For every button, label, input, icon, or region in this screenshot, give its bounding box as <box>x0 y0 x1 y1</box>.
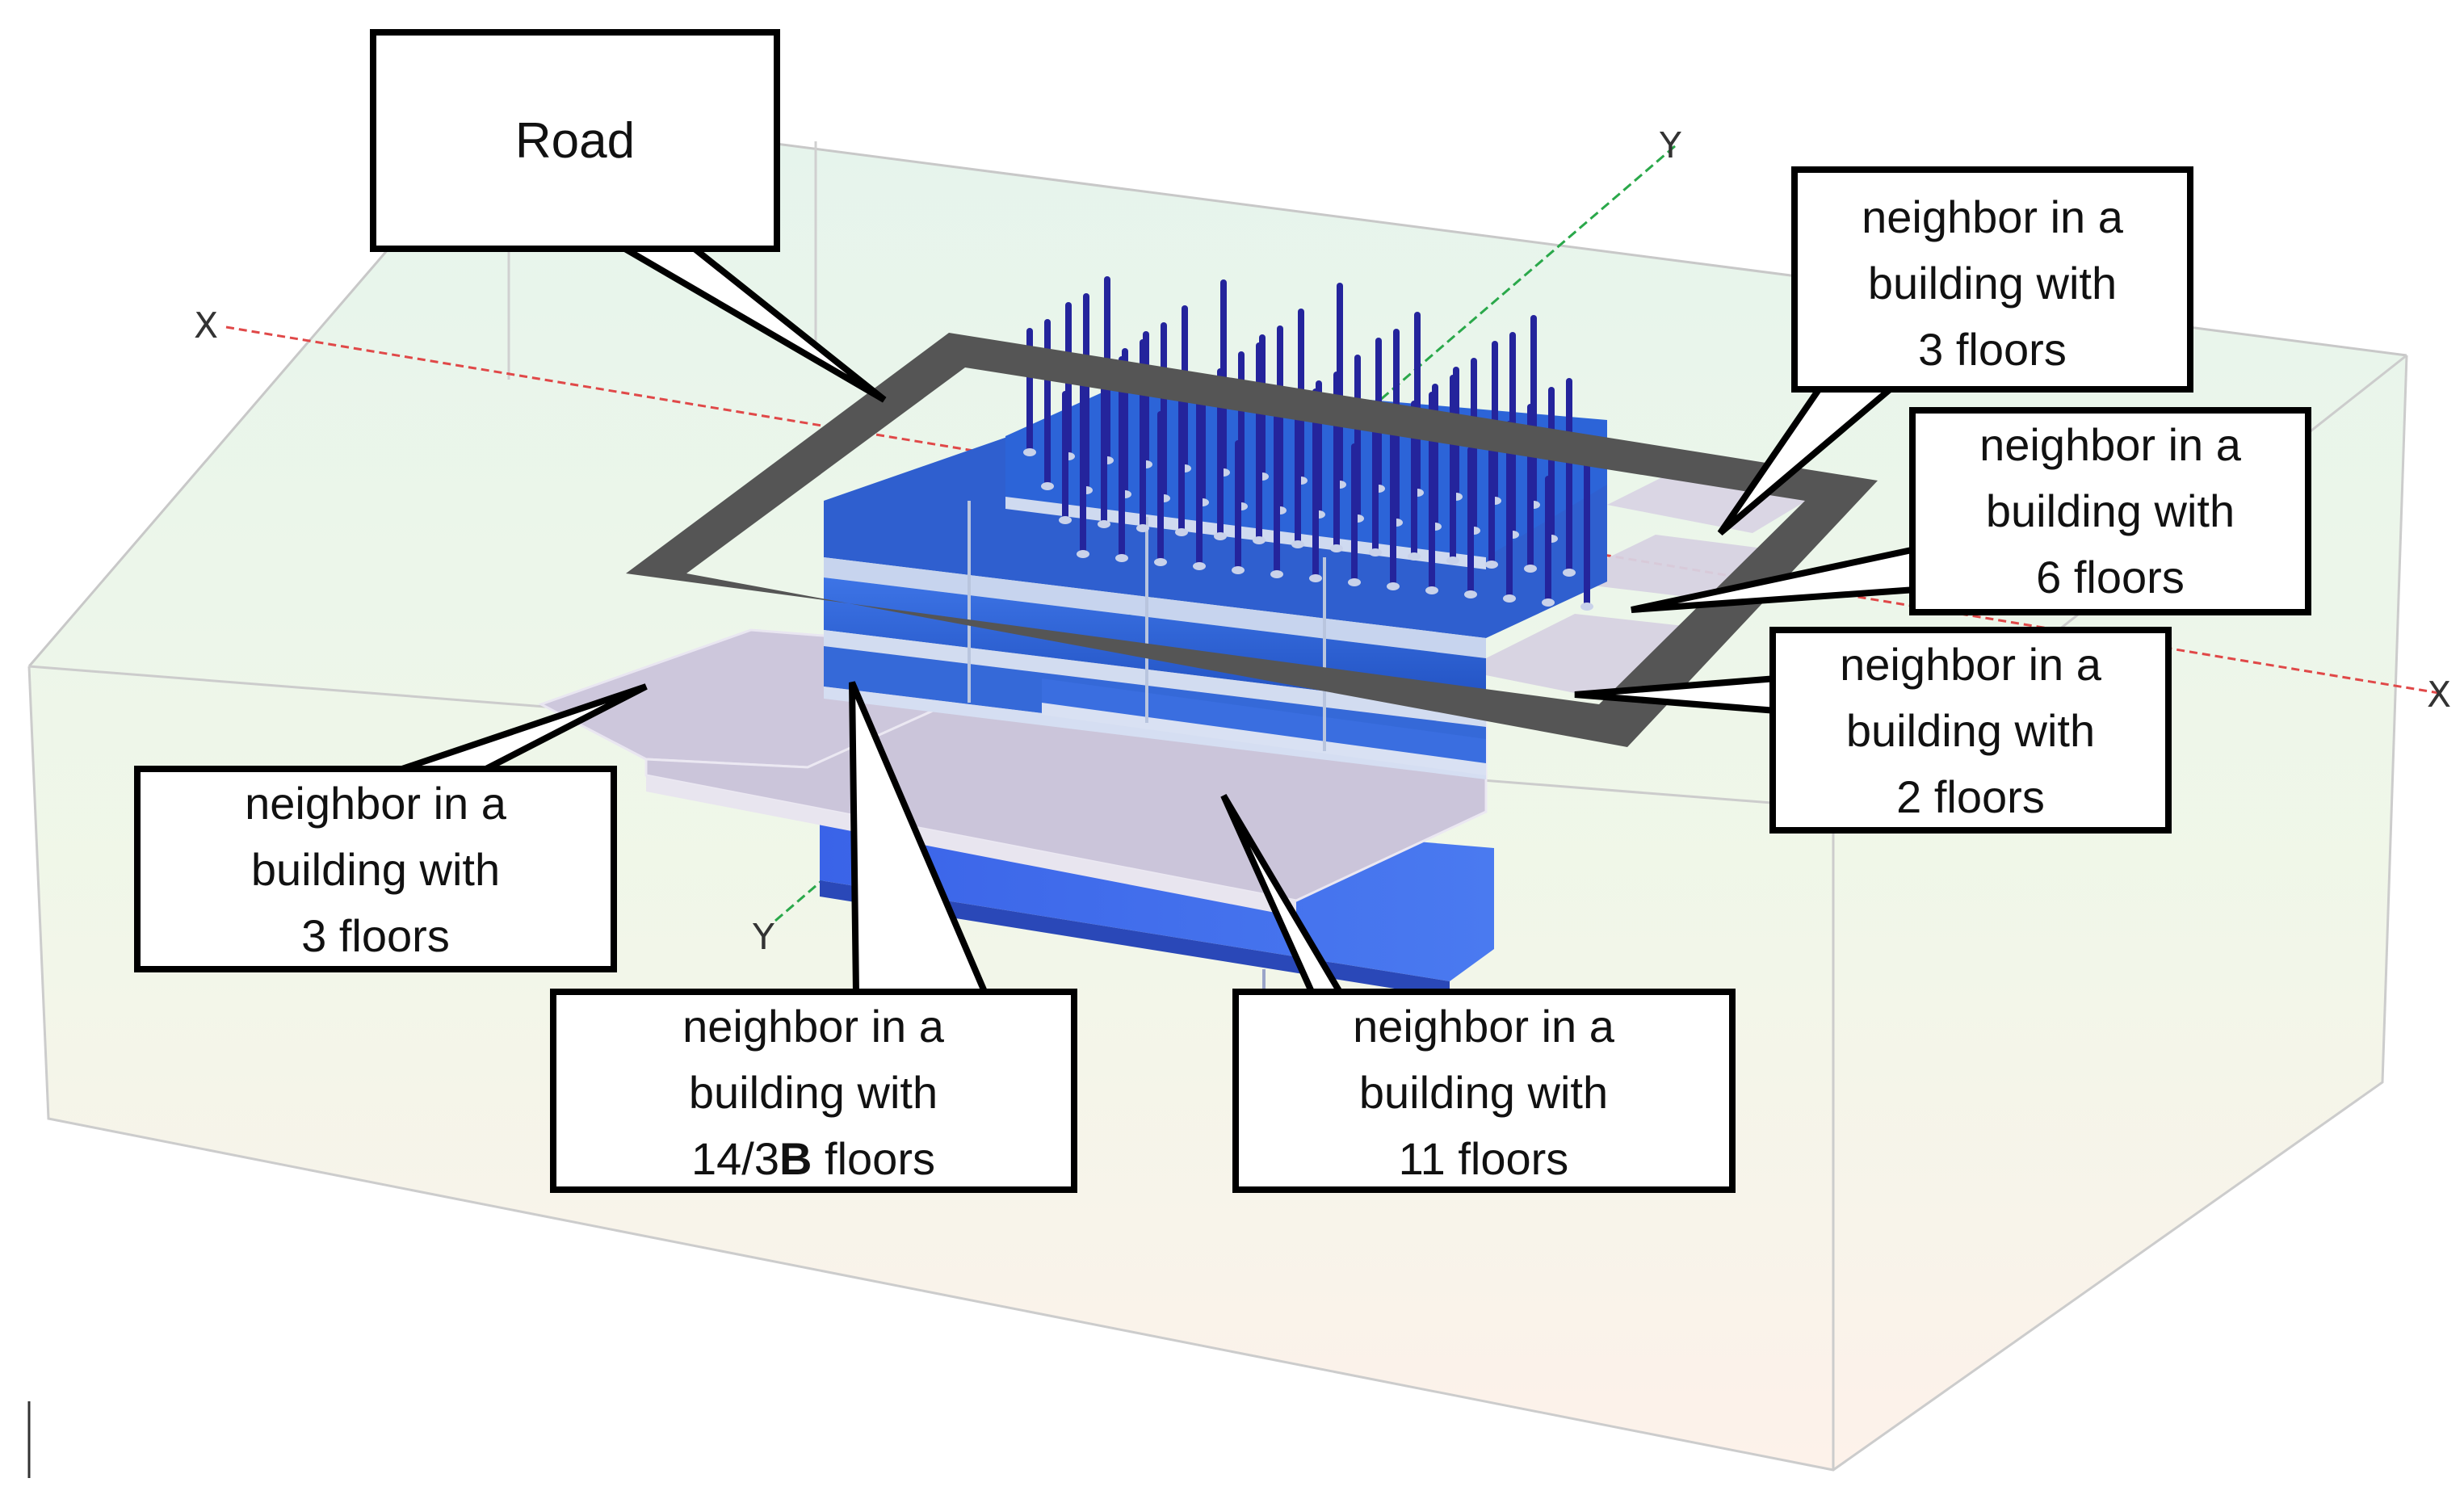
callout-bottom-14-line1: neighbor in a <box>682 1001 945 1052</box>
callout-top-right-3-line2: building with <box>1868 258 2117 309</box>
pile-head <box>1542 598 1555 607</box>
callout-right-2-line1: neighbor in a <box>1840 639 2102 690</box>
pile-head <box>1563 569 1576 577</box>
callout-bottom-14-line3: 14/3B floors <box>691 1133 935 1184</box>
pile-head <box>1291 540 1304 548</box>
y-axis-label-bottom: Y <box>752 917 774 958</box>
pile-head <box>1175 528 1188 536</box>
pile-head <box>1115 554 1128 562</box>
road-frame <box>626 333 1878 747</box>
pile-head <box>1214 532 1227 540</box>
pile-head <box>1348 578 1361 586</box>
callout-right-2-line3: 2 floors <box>1896 771 2045 822</box>
callout-left-3: neighbor in a building with 3 floors <box>134 683 648 972</box>
callout-right-6-line1: neighbor in a <box>1979 419 2242 470</box>
callout-bottom-14: neighbor in a building with 14/3B floors <box>550 681 1077 1193</box>
pile-head <box>1309 574 1322 582</box>
pile-head <box>1098 520 1110 528</box>
pile-head <box>1154 558 1167 566</box>
pile-head <box>1464 590 1477 598</box>
callout-road-text: Road <box>515 113 635 169</box>
callout-top-right-3-line1: neighbor in a <box>1862 191 2124 242</box>
pile-head <box>1446 556 1459 565</box>
piles <box>1023 276 1593 611</box>
pile-head <box>1077 550 1089 558</box>
callout-right-2-line2: building with <box>1846 705 2095 756</box>
x-axis-label-right: X <box>2427 674 2451 716</box>
y-axis-label-top: Y <box>1659 125 1681 166</box>
pile-head <box>1503 594 1516 603</box>
pile-head <box>1023 448 1036 456</box>
pile-head <box>1041 482 1054 490</box>
callout-right-2: neighbor in a building with 2 floors <box>1574 627 2172 834</box>
callout-bottom-11: neighbor in a building with 11 floors <box>1220 793 1736 1193</box>
callout-top-right-3-line3: 3 floors <box>1918 324 2067 375</box>
callout-right-6-line2: building with <box>1986 485 2235 536</box>
pile-head <box>1369 548 1382 556</box>
callout-bottom-11-line3: 11 floors <box>1399 1133 1569 1184</box>
pile-head <box>1193 562 1206 570</box>
callout-right-6-line3: 6 floors <box>2036 552 2185 603</box>
pile-head <box>1387 582 1400 590</box>
callout-road: Road <box>370 29 887 403</box>
callout-left-3-line1: neighbor in a <box>245 778 507 829</box>
pile-head <box>1485 561 1498 569</box>
pile-head <box>1524 565 1537 573</box>
pile-head <box>1136 524 1149 532</box>
pile-head <box>1330 544 1343 552</box>
pile-head <box>1408 552 1421 561</box>
pile-head <box>1059 516 1072 524</box>
x-axis-label-left: X <box>194 305 218 346</box>
callout-left-3-line2: building with <box>251 844 500 895</box>
callout-bottom-11-line1: neighbor in a <box>1353 1001 1615 1052</box>
pile-head <box>1270 570 1283 578</box>
callout-bottom-11-line2: building with <box>1359 1067 1608 1118</box>
callout-left-3-line3: 3 floors <box>301 910 450 961</box>
pile-head <box>1425 586 1438 594</box>
pile-head <box>1580 603 1593 611</box>
road <box>626 333 1878 747</box>
callout-top-right-3: neighbor in a building with 3 floors <box>1717 166 2193 536</box>
callout-right-6: neighbor in a building with 6 floors <box>1631 407 2311 615</box>
callout-bottom-14-line2: building with <box>689 1067 938 1118</box>
pile-head <box>1253 536 1266 544</box>
pile-head <box>1232 566 1245 574</box>
